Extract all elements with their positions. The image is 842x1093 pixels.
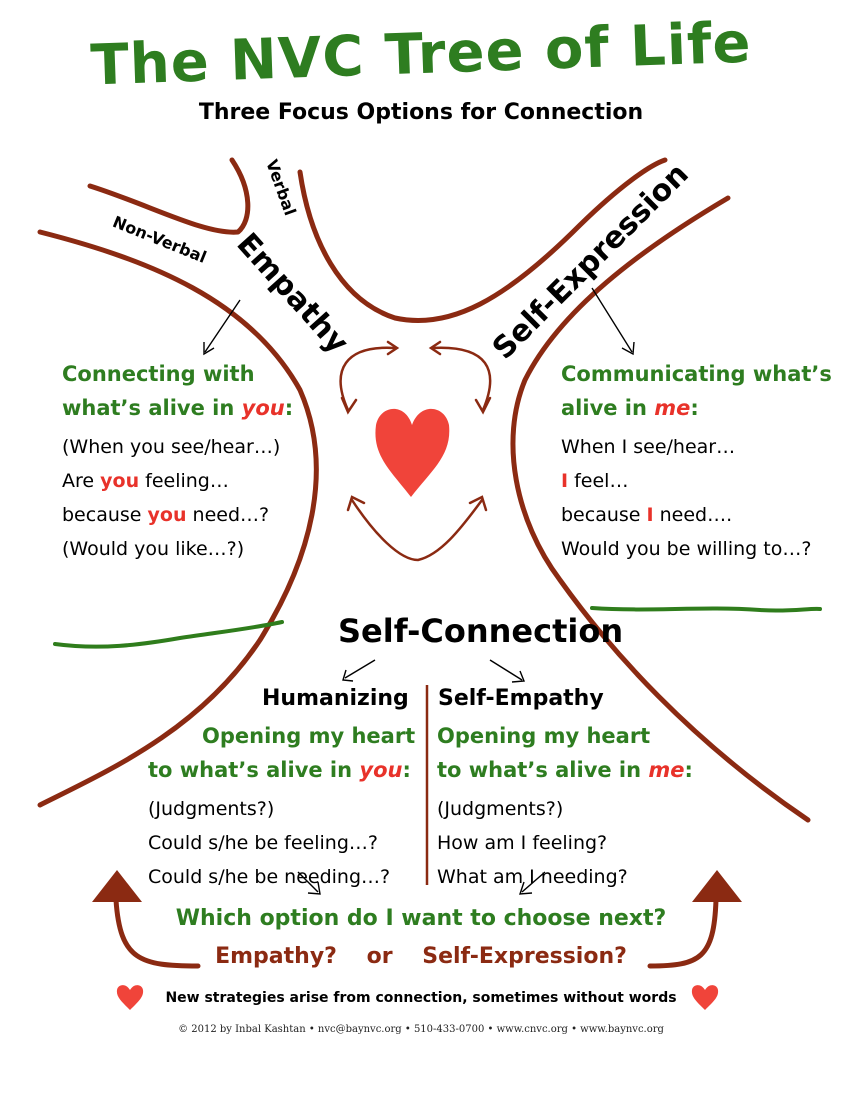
- empathy-l4: Are you feeling…: [62, 470, 229, 492]
- arrow-head-left-icon: [92, 870, 142, 902]
- humanizing-l5: Could s/he be needing…?: [148, 866, 391, 888]
- arrow-head-right-icon: [692, 870, 742, 902]
- note-line: New strategies arise from connection, so…: [165, 990, 677, 1006]
- trunk-left-outer: [37, 229, 319, 808]
- branch-nonverbal-outer: [87, 157, 251, 235]
- option-or: or: [366, 944, 393, 969]
- self-empathy-l5: What am I needing?: [437, 866, 628, 888]
- selfexp-l3: When I see/hear…: [561, 436, 736, 458]
- trunk-center-top: [297, 157, 668, 324]
- page-subtitle: Three Focus Options for Connection: [198, 100, 644, 125]
- center-heart-icon: [375, 408, 450, 497]
- selfexp-l4: I feel…: [561, 470, 629, 492]
- self-empathy-line1: Opening my heart: [437, 724, 651, 748]
- trunk-right-outer: [510, 195, 811, 823]
- option-empathy: Empathy?: [215, 944, 337, 969]
- empathy-l3: (When you see/hear…): [62, 436, 281, 458]
- footer-credits: © 2012 by Inbal Kashtan • nvc@baynvc.org…: [178, 1024, 664, 1035]
- empathy-line1: Connecting with: [62, 362, 255, 386]
- empathy-l6: (Would you like…?): [62, 538, 245, 560]
- self-empathy-l3: (Judgments?): [437, 798, 564, 820]
- arrow-top-right: [430, 346, 492, 412]
- option-self-expression: Self-Expression?: [422, 944, 627, 969]
- grass-right: [590, 606, 822, 613]
- empathy-line2: what’s alive in you:: [62, 396, 294, 420]
- heart-right-icon: [691, 985, 719, 1010]
- self-connection-heading: Self-Connection: [338, 612, 624, 650]
- question-line1: Which option do I want to choose next?: [175, 906, 667, 931]
- humanizing-heading: Humanizing: [262, 686, 409, 711]
- self-empathy-heading: Self-Empathy: [438, 686, 604, 711]
- question-options: Empathy? or Self-Expression?: [0, 944, 842, 969]
- humanizing-l4: Could s/he be feeling…?: [148, 832, 378, 854]
- arrow-bottom-cup: [350, 498, 484, 562]
- humanizing-line2: to what’s alive in you:: [148, 758, 411, 782]
- selfexp-l5: because I need….: [561, 504, 733, 526]
- heart-left-icon: [116, 985, 144, 1010]
- empathy-l5: because you need…?: [62, 504, 270, 526]
- emph-you: you: [241, 396, 285, 420]
- self-empathy-l4: How am I feeling?: [437, 832, 608, 854]
- selfexp-line2: alive in me:: [561, 396, 699, 420]
- humanizing-line1: Opening my heart: [202, 724, 416, 748]
- self-empathy-line2: to what’s alive in me:: [437, 758, 693, 782]
- selfexp-l6: Would you be willing to…?: [561, 538, 812, 560]
- arrow-top-left: [339, 346, 397, 412]
- selfexp-line1: Communicating what’s: [561, 362, 832, 386]
- grass-left: [53, 620, 284, 649]
- big-arrow-right: [647, 897, 719, 969]
- big-arrow-left: [113, 897, 201, 969]
- humanizing-l3: (Judgments?): [148, 798, 275, 820]
